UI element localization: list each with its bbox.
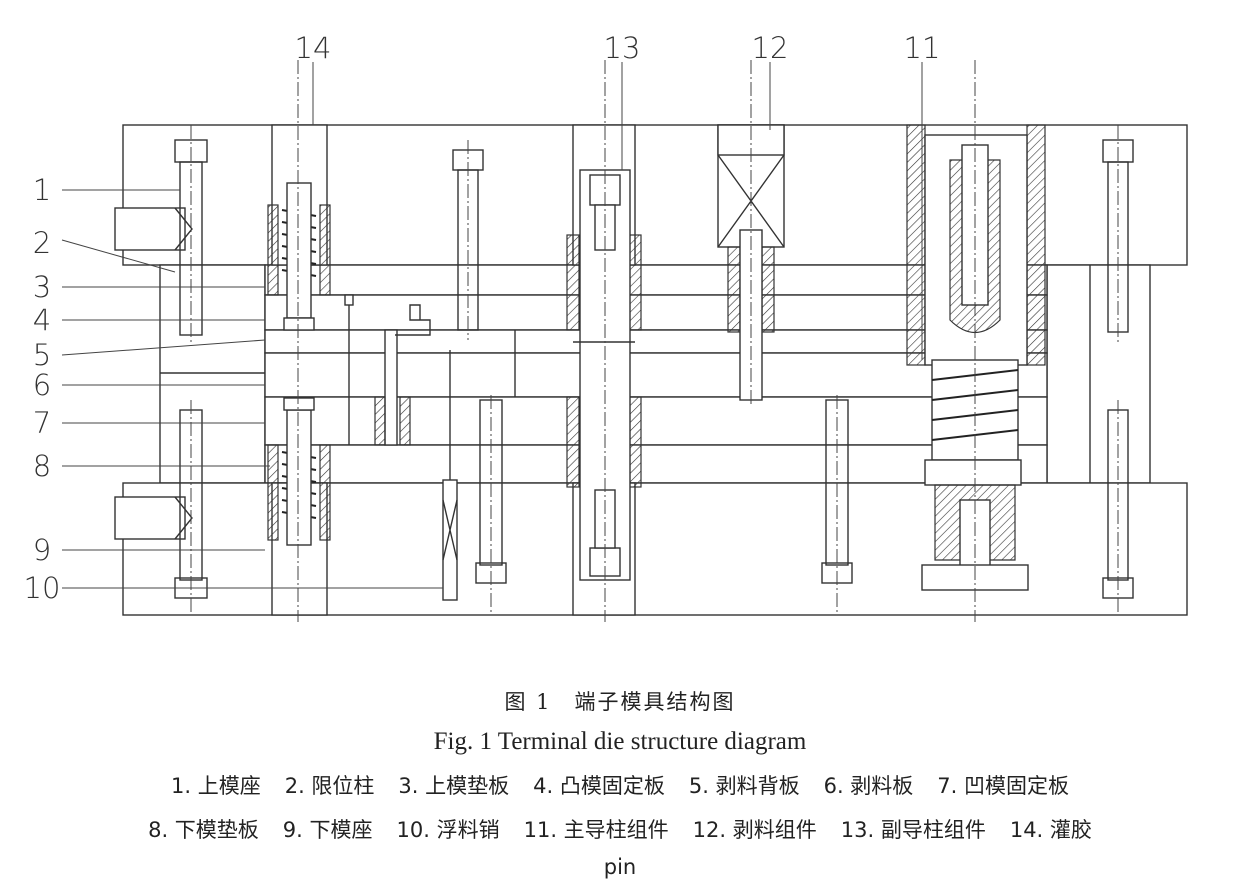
callout-numbers: 1 2 3 4 5 6 7 8 9 10 14 13 12 11 — [24, 31, 941, 605]
legend-item: 11. 主导柱组件 — [523, 818, 669, 842]
legend-row-3: pin — [603, 855, 637, 879]
legend-item: 9. 下模座 — [282, 818, 373, 842]
potting-pin-assembly — [267, 60, 331, 622]
stripper-assembly — [717, 60, 785, 405]
floating-pins — [344, 294, 516, 601]
callout-2: 2 — [33, 226, 51, 260]
callout-7: 7 — [33, 406, 51, 440]
callout-3: 3 — [33, 270, 51, 304]
caption-english: Fig. 1 Terminal die structure diagram — [433, 728, 807, 755]
legend-row-2: 8. 下模垫板 9. 下模座 10. 浮料销 11. 主导柱组件 12. 剥料组件 13.… — [0, 814, 1240, 844]
legend-row-1: 1. 上模座 2. 限位柱 3. 上模垫板 4. 凸模固定板 5. 剥料背板 6. 剥料板… — [0, 770, 1240, 800]
callout-12: 12 — [752, 31, 789, 65]
limit-column-blocks — [159, 264, 1151, 484]
legend-item: 5. 剥料背板 — [688, 774, 800, 798]
callout-6: 6 — [33, 368, 51, 402]
callout-4: 4 — [33, 303, 51, 337]
die-structure-drawing: 1 2 3 4 5 6 7 8 9 10 14 13 12 11 — [24, 31, 1188, 622]
callout-leaders — [61, 62, 923, 589]
callout-10: 10 — [24, 571, 61, 605]
legend-item: 14. 灌胶 — [1009, 818, 1092, 842]
legend-item: 2. 限位柱 — [284, 774, 375, 798]
legend-item: 3. 上模垫板 — [398, 774, 510, 798]
legend-item: 4. 凸模固定板 — [533, 774, 665, 798]
callout-13: 13 — [604, 31, 641, 65]
caption-chinese: 图 1 端子模具结构图 — [504, 690, 736, 714]
legend-item: 10. 浮料销 — [396, 818, 500, 842]
callout-1: 1 — [33, 173, 51, 207]
bolts — [174, 125, 1134, 615]
legend-item: 8. 下模垫板 — [148, 818, 259, 842]
main-guide-pillar-assembly — [906, 60, 1046, 622]
callout-14: 14 — [295, 31, 332, 65]
callout-11: 11 — [904, 31, 941, 65]
legend-item: 1. 上模座 — [170, 774, 261, 798]
legend-item: 7. 凹模固定板 — [937, 774, 1070, 798]
legend-item: 12. 剥料组件 — [692, 818, 817, 842]
callout-8: 8 — [33, 449, 51, 483]
callout-9: 9 — [33, 533, 51, 567]
callout-5: 5 — [33, 338, 51, 372]
legend-item: 6. 剥料板 — [823, 774, 914, 798]
sub-guide-pillar-assembly — [566, 60, 642, 622]
legend-item: 13. 副导柱组件 — [840, 818, 986, 842]
lower-pad-plate — [264, 444, 1048, 484]
